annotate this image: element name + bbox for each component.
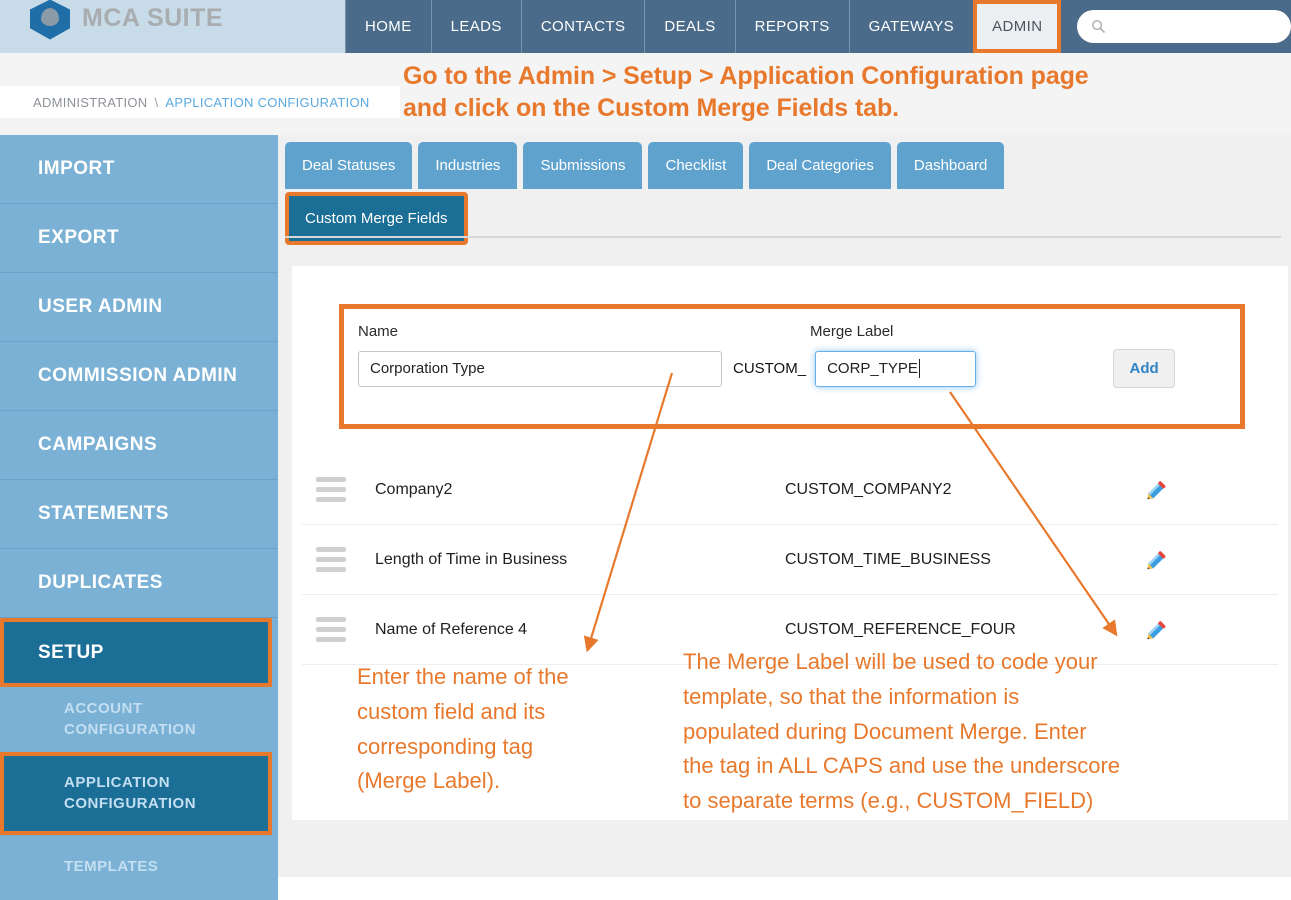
tab-dashboard[interactable]: Dashboard [896, 142, 1005, 189]
nav-item-home[interactable]: HOME [345, 0, 431, 53]
tab-checklist[interactable]: Checklist [648, 142, 744, 189]
table-row[interactable]: Length of Time in Business CUSTOM_TIME_B… [302, 525, 1278, 595]
sidebar-item-commission-admin[interactable]: COMMISSION ADMIN [0, 342, 278, 411]
sidebar-item-setup[interactable]: SETUP [0, 618, 272, 687]
shield-logo-icon [30, 0, 70, 40]
breadcrumb: ADMINISTRATION \ APPLICATION CONFIGURATI… [0, 86, 400, 118]
sidebar-item-campaigns[interactable]: CAMPAIGNS [0, 411, 278, 480]
tab-deal-statuses[interactable]: Deal Statuses [285, 142, 413, 189]
row-name: Name of Reference 4 [375, 620, 528, 638]
tab-custom-merge-fields[interactable]: Custom Merge Fields [285, 192, 468, 245]
nav-item-admin[interactable]: ADMIN [973, 0, 1062, 53]
form-labels: Name Merge Label [344, 309, 1240, 340]
custom-merge-fields-panel: Name Merge Label Corporation Type CUSTOM… [292, 266, 1288, 820]
row-merge-label: CUSTOM_REFERENCE_FOUR [785, 620, 1016, 638]
tab-underline [285, 236, 1281, 238]
label-merge-label: Merge Label [810, 323, 894, 340]
breadcrumb-root[interactable]: ADMINISTRATION [33, 94, 148, 110]
nav-item-deals[interactable]: DEALS [644, 0, 734, 53]
tab-submissions[interactable]: Submissions [523, 142, 643, 189]
logo-area[interactable]: MCA SUITE [0, 0, 345, 53]
custom-prefix-label: CUSTOM_ [733, 360, 807, 377]
tab-deal-categories[interactable]: Deal Categories [749, 142, 891, 189]
main-navigation: HOME LEADS CONTACTS DEALS REPORTS GATEWA… [345, 0, 1062, 53]
add-button[interactable]: Add [1113, 349, 1176, 388]
search-icon [1092, 20, 1106, 34]
row-merge-label: CUSTOM_TIME_BUSINESS [785, 550, 991, 568]
table-row[interactable]: Company2 CUSTOM_COMPANY2 [302, 455, 1278, 525]
tab-row-primary: Deal Statuses Industries Submissions Che… [278, 135, 1291, 189]
row-name: Company2 [375, 480, 453, 498]
merge-fields-list: Company2 CUSTOM_COMPANY2 Length of Time … [302, 455, 1278, 665]
nav-item-gateways[interactable]: GATEWAYS [848, 0, 973, 53]
merge-label-value: CORP_TYPE [827, 360, 918, 377]
pencil-icon[interactable] [1142, 476, 1170, 504]
nav-item-leads[interactable]: LEADS [430, 0, 521, 53]
admin-sidebar: IMPORT EXPORT USER ADMIN COMMISSION ADMI… [0, 135, 278, 900]
form-row: Corporation Type CUSTOM_ CORP_TYPE Add [344, 340, 1240, 388]
search-input[interactable] [1077, 10, 1291, 43]
logo-text: MCA SUITE [82, 4, 224, 32]
sidebar-item-templates[interactable]: TEMPLATES [0, 835, 278, 900]
annotation-left: Enter the name of the custom field and i… [357, 664, 569, 794]
label-name: Name [358, 323, 399, 340]
merge-label-input[interactable]: CORP_TYPE [815, 350, 977, 387]
tab-row-secondary: Custom Merge Fields [278, 192, 1291, 245]
sidebar-item-statements[interactable]: STATEMENTS [0, 480, 278, 549]
breadcrumb-current[interactable]: APPLICATION CONFIGURATION [165, 94, 370, 110]
pencil-icon[interactable] [1142, 546, 1170, 574]
annotation-right: The Merge Label will be used to code you… [683, 649, 1121, 813]
sidebar-item-application-configuration[interactable]: APPLICATION CONFIGURATION [0, 752, 272, 835]
add-merge-field-form: Name Merge Label Corporation Type CUSTOM… [339, 304, 1245, 429]
annotation-top: Go to the Admin > Setup > Application Co… [403, 62, 1089, 122]
sidebar-item-account-configuration[interactable]: ACCOUNT CONFIGURATION [0, 687, 278, 752]
tab-industries[interactable]: Industries [418, 142, 518, 189]
breadcrumb-separator: \ [154, 94, 159, 110]
name-input[interactable]: Corporation Type [358, 350, 722, 387]
search-area [1061, 0, 1291, 53]
sidebar-item-duplicates[interactable]: DUPLICATES [0, 549, 278, 618]
nav-item-contacts[interactable]: CONTACTS [520, 0, 645, 53]
breadcrumb-strip: ADMINISTRATION \ APPLICATION CONFIGURATI… [0, 53, 1291, 135]
main-content: Deal Statuses Industries Submissions Che… [278, 135, 1291, 877]
row-name: Length of Time in Business [375, 550, 568, 568]
drag-handle-icon[interactable] [316, 547, 346, 572]
top-header: MCA SUITE HOME LEADS CONTACTS DEALS REPO… [0, 0, 1291, 53]
row-merge-label: CUSTOM_COMPANY2 [785, 480, 952, 498]
nav-item-reports[interactable]: REPORTS [734, 0, 849, 53]
sidebar-item-export[interactable]: EXPORT [0, 204, 278, 273]
text-cursor [918, 359, 920, 378]
drag-handle-icon[interactable] [316, 617, 346, 642]
sidebar-item-import[interactable]: IMPORT [0, 135, 278, 204]
sidebar-item-user-admin[interactable]: USER ADMIN [0, 273, 278, 342]
drag-handle-icon[interactable] [316, 477, 346, 502]
pencil-icon[interactable] [1142, 616, 1170, 644]
